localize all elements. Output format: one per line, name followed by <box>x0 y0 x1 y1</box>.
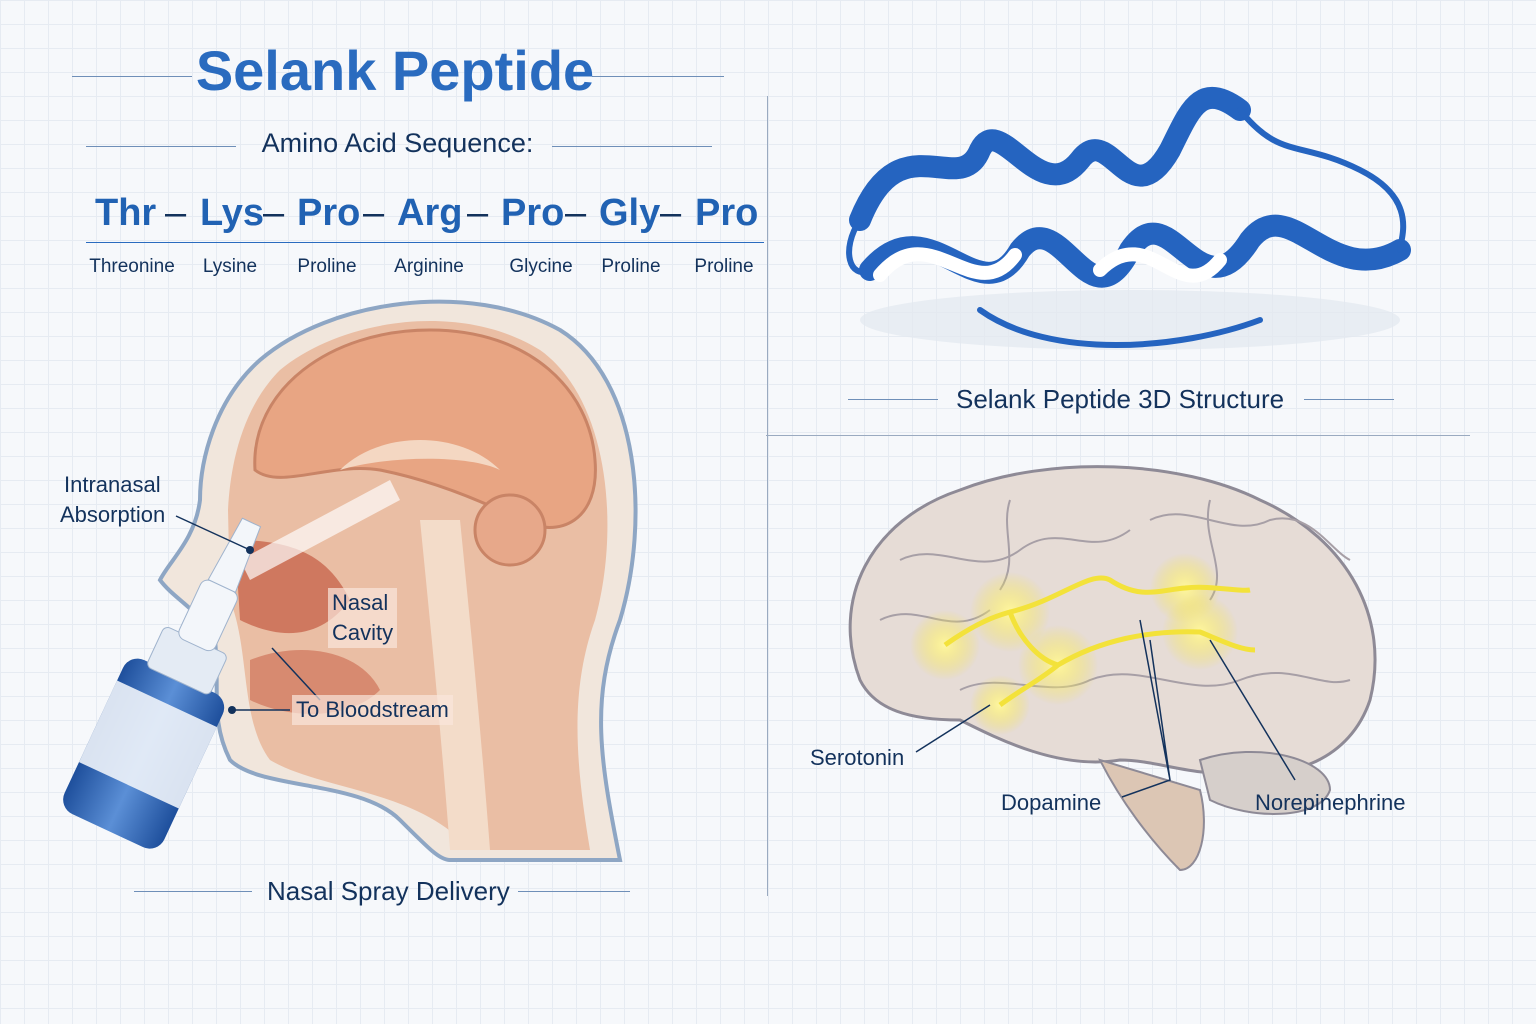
structure-caption: Selank Peptide 3D Structure <box>956 384 1285 414</box>
neural-pathway-glow <box>910 553 1256 735</box>
amino-acid-abbr: Pro <box>695 192 759 234</box>
title-rule-left <box>72 76 192 77</box>
separator: – <box>565 192 587 234</box>
amino-acid-name: Glycine <box>509 256 573 277</box>
spray-mist <box>240 480 400 580</box>
amino-acid-abbr: Thr <box>95 192 157 234</box>
amino-acid-abbr: Gly <box>599 192 661 234</box>
nasal-rule-left <box>134 891 252 892</box>
label-line: Cavity <box>332 620 394 645</box>
label-line: Intranasal <box>64 472 161 497</box>
serotonin-label: Serotonin <box>810 745 905 770</box>
amino-acid-abbr: Pro <box>297 192 361 234</box>
amino-acid-abbr: Pro <box>501 192 565 234</box>
separator: – <box>263 192 285 234</box>
nasal-cavity-label: Nasal Cavity <box>328 588 398 648</box>
to-bloodstream-label: To Bloodstream <box>292 695 453 725</box>
separator: – <box>363 192 385 234</box>
structure-rule-left <box>848 399 938 400</box>
vertical-divider <box>767 96 768 896</box>
amino-acid-name: Lysine <box>202 256 258 277</box>
amino-acid-name: Arginine <box>394 256 464 277</box>
subtitle-rule-left <box>86 146 236 147</box>
separator: – <box>165 192 187 234</box>
sequence-heading: Amino Acid Sequence: <box>261 128 534 158</box>
peptide-3d-ribbon-illustration <box>846 86 1411 350</box>
subtitle-rule-right <box>552 146 712 147</box>
nasal-rule-right <box>518 891 630 892</box>
separator: – <box>660 192 682 234</box>
amino-acid-name: Proline <box>601 256 661 277</box>
nasal-spray-caption: Nasal Spray Delivery <box>267 876 510 906</box>
amino-acid-name: Threonine <box>89 256 175 277</box>
label-line: Nasal <box>332 590 389 615</box>
structure-rule-right <box>1304 399 1394 400</box>
page-title: Selank Peptide <box>195 39 595 102</box>
title-rule-right <box>592 76 724 77</box>
nasal-spray-bottle-illustration <box>63 517 262 849</box>
norepinephrine-label: Norepinephrine <box>1255 790 1406 815</box>
label-line: Absorption <box>60 502 166 527</box>
horizontal-divider <box>766 435 1470 436</box>
amino-acid-abbr: Lys <box>200 192 265 234</box>
amino-acid-abbr: Arg <box>397 192 463 234</box>
amino-acid-name: Proline <box>694 256 754 277</box>
intranasal-absorption-label: Intranasal Absorption <box>60 470 166 530</box>
head-cross-section-illustration <box>157 299 638 862</box>
dopamine-label: Dopamine <box>1001 790 1102 815</box>
amino-acid-name: Proline <box>297 256 357 277</box>
separator: – <box>467 192 489 234</box>
sequence-underline <box>86 242 764 243</box>
